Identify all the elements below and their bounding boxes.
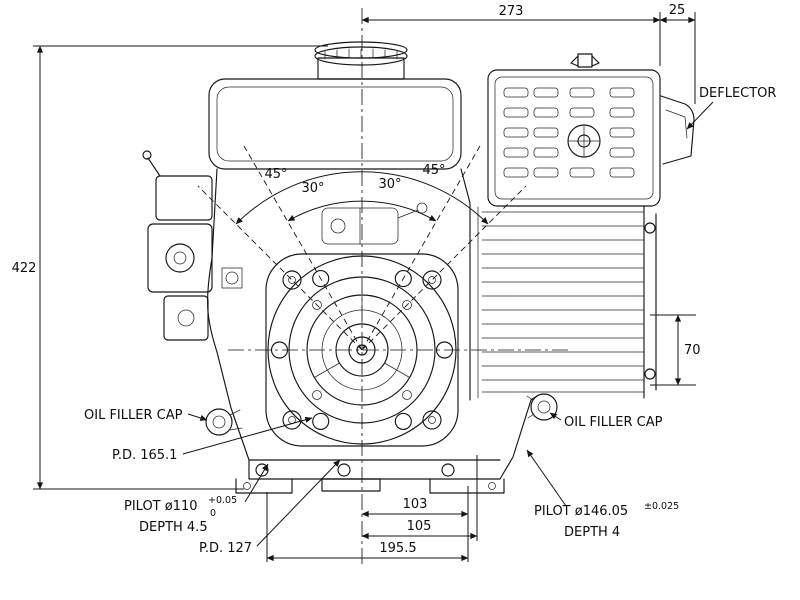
muffler-protector: [487, 53, 661, 207]
angle-line-left-45: [197, 185, 363, 351]
callout-pilot-110: PILOT ø110 +0.05 0: [124, 463, 269, 519]
angle-line-right-45: [361, 185, 527, 351]
louver-slots: [503, 87, 635, 178]
angle-arc-outer: [235, 171, 489, 225]
angle-label-left-45: 45°: [264, 167, 287, 182]
dim-70-label: 70: [684, 343, 701, 358]
deflector-label: DEFLECTOR: [699, 86, 776, 101]
protector-center-bolt: [567, 124, 601, 158]
recoil-spoke: [384, 362, 410, 378]
deflector-part: [660, 95, 695, 165]
angle-annotations: 45° 30° 30° 45°: [197, 145, 527, 351]
pilot-146-label: PILOT ø146.05: [534, 504, 628, 519]
depth-4-label: DEPTH 4: [564, 525, 620, 540]
pilot-110-label: PILOT ø110: [124, 499, 198, 514]
callout-depth-4: DEPTH 4: [564, 525, 620, 540]
oil-filler-cap-right-part: [526, 393, 558, 421]
oil-filler-left-label: OIL FILLER CAP: [84, 408, 183, 423]
callout-oil-filler-left: OIL FILLER CAP: [84, 408, 208, 423]
angle-label-left-30: 30°: [301, 181, 324, 196]
crankcase-body: [206, 168, 538, 494]
fuel-tank: [208, 41, 462, 170]
angle-arc-inner: [287, 200, 437, 222]
engine-outline-drawing: [142, 8, 695, 564]
dim-422-label: 422: [12, 261, 37, 276]
depth-4-5-label: DEPTH 4.5: [139, 520, 208, 535]
dimension-70: 70: [650, 314, 701, 386]
pd-165-label: P.D. 165.1: [112, 448, 177, 463]
cooling-fins: [469, 203, 657, 401]
flywheel-cover: [265, 253, 459, 447]
pilot-146-tolerance: ±0.025: [644, 501, 679, 512]
callout-depth-4-5: DEPTH 4.5: [139, 520, 208, 535]
callout-pd-127: P.D. 127: [199, 459, 341, 556]
head-bolt-upper: [644, 222, 656, 234]
callout-pd-165: P.D. 165.1: [112, 416, 313, 463]
bolt-circle-127: [312, 300, 412, 400]
callout-deflector: DEFLECTOR: [686, 86, 776, 130]
callout-oil-filler-right: OIL FILLER CAP: [549, 412, 663, 430]
mounting-base: [235, 459, 505, 494]
oil-filler-right-label: OIL FILLER CAP: [564, 415, 663, 430]
dimension-103: 103: [361, 486, 469, 562]
dim-105-label: 105: [407, 519, 432, 534]
wing-nut: [570, 53, 600, 68]
dimension-422: 422: [12, 45, 328, 490]
dim-195-5-label: 195.5: [379, 541, 416, 556]
head-bolt-lower: [644, 368, 656, 380]
dimension-105: 105: [361, 455, 478, 541]
pd-127-label: P.D. 127: [199, 541, 252, 556]
angle-label-right-30: 30°: [378, 177, 401, 192]
angle-label-right-45: 45°: [422, 163, 445, 178]
bolt-circle-165: [270, 270, 454, 430]
fuel-filler-cap: [314, 41, 408, 80]
dim-273-label: 273: [499, 4, 524, 19]
angle-line-left-30: [243, 145, 363, 351]
callout-pilot-146: PILOT ø146.05 ±0.025: [526, 449, 679, 519]
cover-corner-bosses: [282, 270, 442, 430]
recoil-spoke: [314, 362, 340, 378]
dimension-25: 25: [659, 3, 696, 104]
oil-filler-cap-left-part: [205, 408, 243, 436]
dim-25-label: 25: [669, 3, 686, 18]
dim-103-label: 103: [403, 497, 428, 512]
pilot-110-tolerance-lower: 0: [210, 508, 216, 519]
carburetor-controls: [142, 150, 243, 341]
dimension-195-5: 195.5: [266, 492, 469, 562]
pilot-110-tolerance-upper: +0.05: [208, 495, 237, 506]
